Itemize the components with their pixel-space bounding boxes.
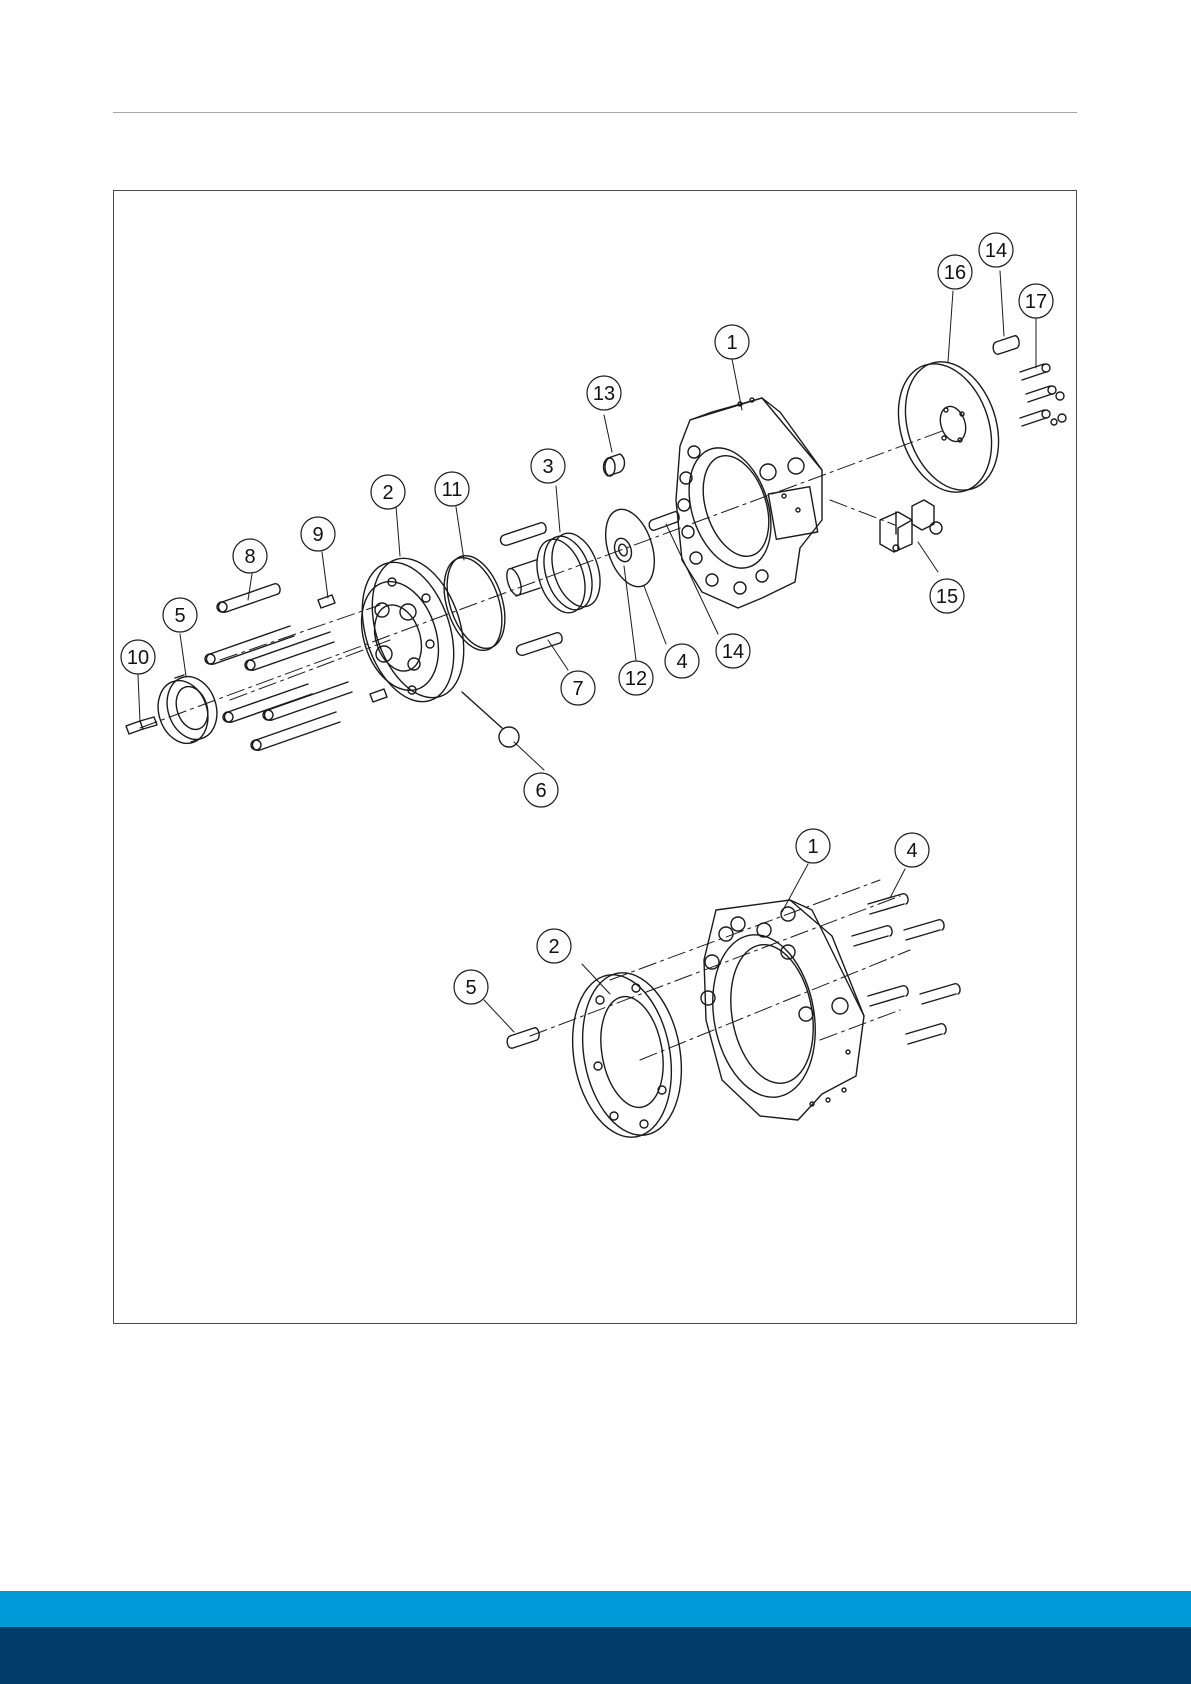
part-bot-1-housing <box>701 900 864 1120</box>
callout-c-top-1: 1 <box>715 325 749 359</box>
callout-c-top-17: 17 <box>1019 284 1053 318</box>
callout-c-bot-5: 5 <box>454 970 488 1004</box>
part-bot-5-dowel <box>507 1028 539 1048</box>
part-10-screw <box>126 717 157 734</box>
callout-number: 15 <box>936 586 958 608</box>
callout-number: 1 <box>726 332 737 354</box>
callout-number: 14 <box>722 641 744 663</box>
part-14-pin-lower <box>649 512 679 531</box>
callout-c-top-16: 16 <box>938 255 972 289</box>
callout-number: 7 <box>572 678 583 700</box>
callout-number: 2 <box>382 482 393 504</box>
part-bot-2-ring <box>560 965 693 1145</box>
callout-c-top-2: 2 <box>371 475 405 509</box>
footer-band-dark <box>0 1627 1191 1684</box>
callout-c-top-10: 10 <box>121 640 155 674</box>
callout-c-bot-1: 1 <box>796 829 830 863</box>
callout-c-top-9: 9 <box>301 517 335 551</box>
part-4-washer <box>597 503 664 593</box>
part-17-screws <box>1020 364 1066 426</box>
callout-number: 17 <box>1025 291 1047 313</box>
part-15-bracket <box>880 500 942 552</box>
callout-c-bot-2: 2 <box>537 929 571 963</box>
callout-number: 5 <box>465 977 476 999</box>
part-6-ball <box>462 692 519 747</box>
callout-number: 9 <box>312 524 323 546</box>
part-8-cap-screws <box>205 584 352 751</box>
callout-c-top-12: 12 <box>619 661 653 695</box>
callout-number: 2 <box>548 936 559 958</box>
part-1-housing <box>675 398 822 608</box>
callout-number: 10 <box>127 647 149 669</box>
callout-c-top-5: 5 <box>163 598 197 632</box>
callout-c-top-7: 7 <box>561 671 595 705</box>
callout-c-top-14b: 14 <box>979 233 1013 267</box>
callout-number: 12 <box>625 668 647 690</box>
part-14-pin-upper <box>993 336 1019 354</box>
callout-c-top-15: 15 <box>930 579 964 613</box>
callout-c-top-3: 3 <box>531 449 565 483</box>
callout-c-top-8: 8 <box>233 539 267 573</box>
part-13-nut <box>604 454 625 476</box>
part-16-disk <box>883 350 1014 505</box>
callout-number: 8 <box>244 546 255 568</box>
callout-number: 3 <box>542 456 553 478</box>
part-bot-4-screws <box>852 894 960 1044</box>
callout-c-top-11: 11 <box>435 472 469 506</box>
callout-c-bot-4: 4 <box>895 833 929 867</box>
callout-number: 6 <box>535 780 546 802</box>
part-9-set-screws <box>318 595 387 702</box>
callout-number: 1 <box>807 836 818 858</box>
callout-number: 11 <box>442 479 463 501</box>
callout-number: 13 <box>593 383 615 405</box>
part-5-bushing <box>150 670 224 750</box>
footer-band-light <box>0 1591 1191 1627</box>
callout-number: 14 <box>985 240 1007 262</box>
callout-c-top-14a: 14 <box>716 634 750 668</box>
callout-number: 4 <box>906 840 917 862</box>
callout-number: 4 <box>676 651 687 673</box>
callout-c-top-6: 6 <box>524 773 558 807</box>
callout-number: 16 <box>944 262 966 284</box>
callout-c-top-4: 4 <box>665 644 699 678</box>
callout-c-top-13: 13 <box>587 376 621 410</box>
callout-number: 5 <box>174 605 185 627</box>
part-11-oring <box>433 548 515 657</box>
